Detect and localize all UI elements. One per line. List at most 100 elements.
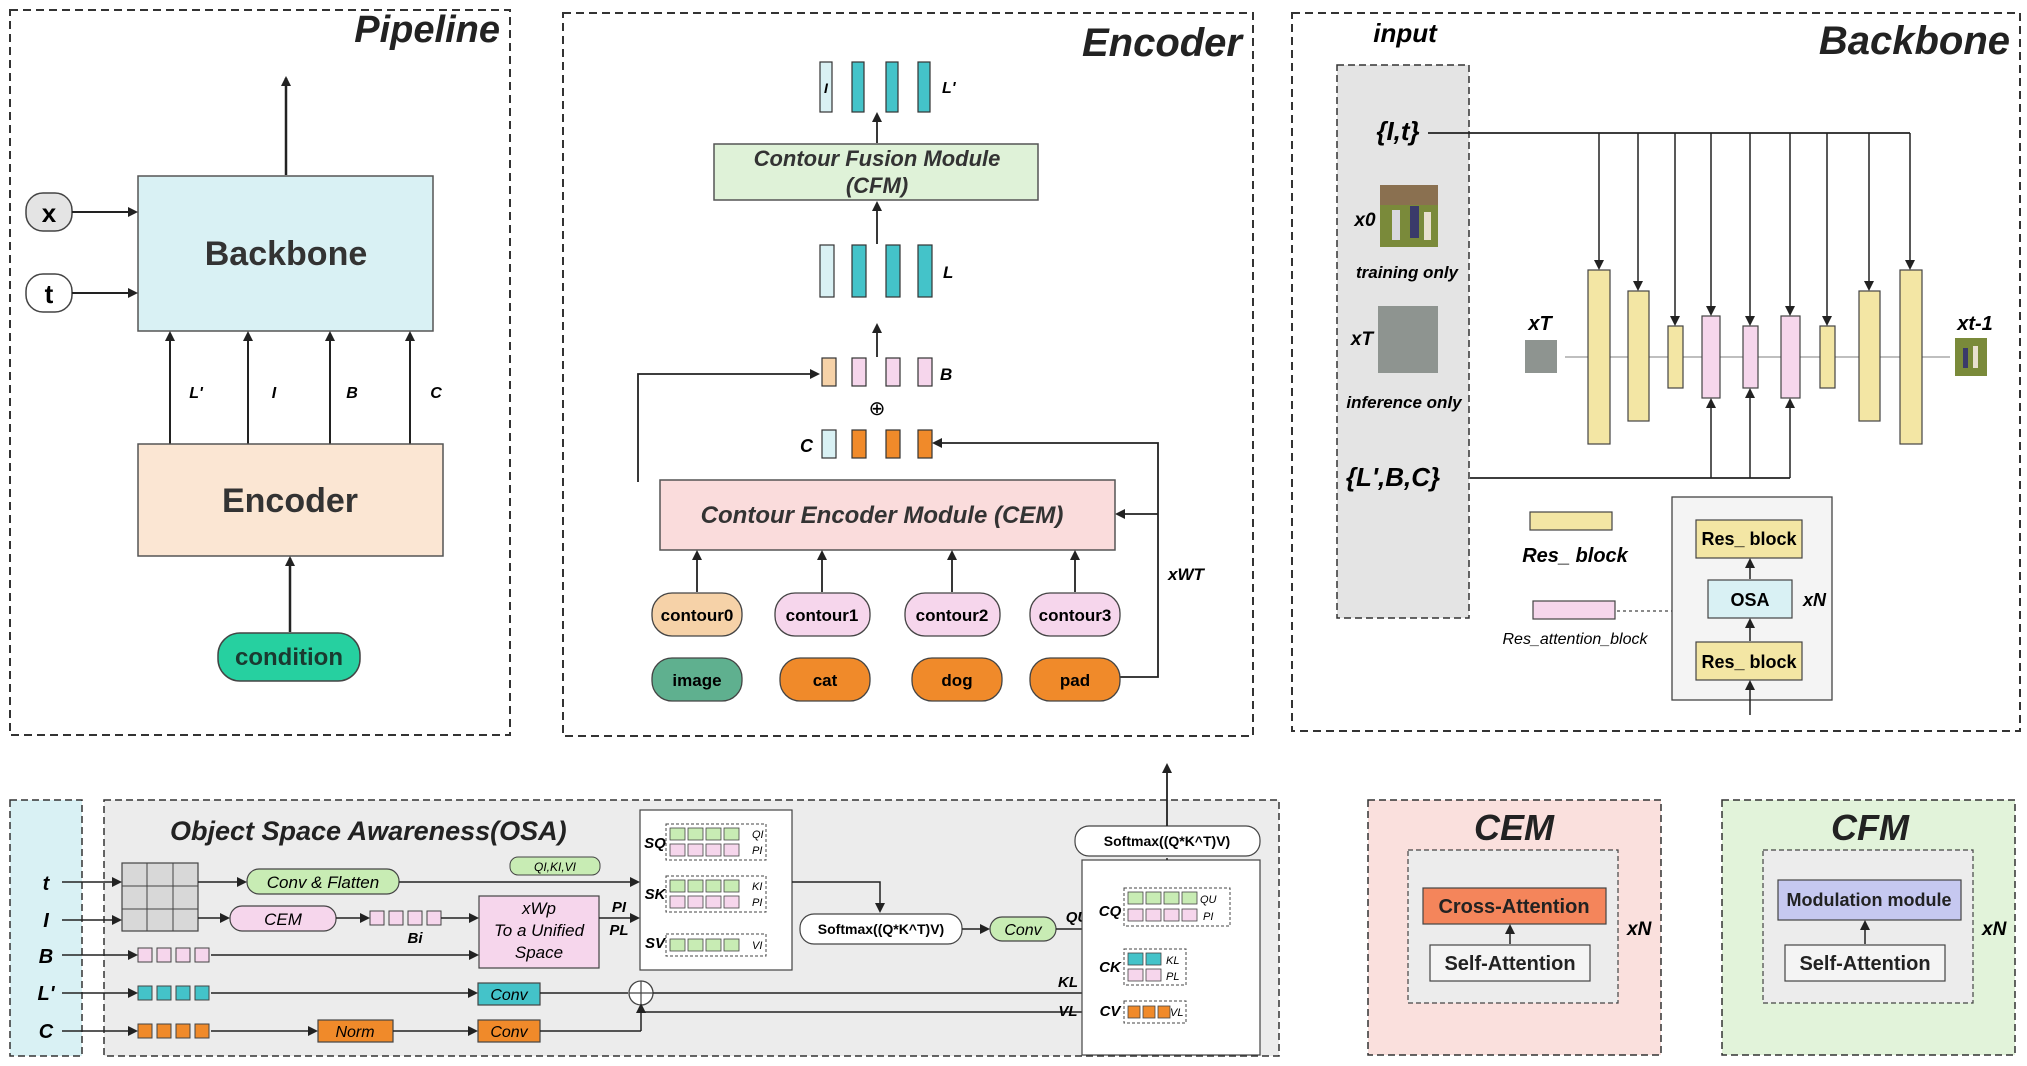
encoder-label-c: C [800,436,814,456]
cfm-panel-title: CFM [1831,807,1910,848]
osa-stack-res2 [1695,641,1803,681]
conv3-label: Conv [1004,922,1042,939]
contour1-node [774,592,871,637]
token-b-3 [917,357,933,387]
cv-tokens [1123,1000,1187,1024]
osa-input-strip [9,799,83,1057]
sq-tokens [665,823,767,861]
encoder-label-lp: L' [942,80,957,97]
osa-input-c: C [39,1021,54,1043]
conv2-label: Conv [490,1024,528,1041]
token-l-2 [885,244,901,298]
input-subpanel [1336,64,1470,619]
osa-input-b: B [39,946,53,968]
xT-chain-image [1525,340,1557,373]
image-label: image [672,671,721,690]
pipeline-arrow-label-1: I [272,385,277,402]
x0-label: x0 [1353,210,1376,231]
res-attn-legend-swatch [1532,600,1616,620]
token-l-1 [851,244,867,298]
res-block-legend-swatch [1529,511,1613,531]
cem-box [659,479,1116,551]
lbc-label: {L',B,C} [1346,462,1440,492]
pl-label: PL [609,922,628,939]
unet-block-1 [1587,269,1611,445]
qi-label: QI [752,829,764,841]
ck-label: CK [1099,959,1122,976]
pi4-label: PI [1203,911,1213,923]
unet-block-7 [1819,325,1836,389]
cfm-panel-xn: xN [1981,919,2008,940]
x0-image [1380,185,1438,247]
osa-stack-res1-label: Res_ block [1701,529,1797,549]
contour-row: contour0 contour1 contour2 contour3 [651,550,1121,637]
kl2-label: KL [1166,955,1179,967]
xT-chain-label: xT [1527,313,1553,335]
cem-label: Contour Encoder Module (CEM) [701,502,1064,529]
pipeline-panel: Pipeline Backbone x t L' I B C Encoder c… [9,9,511,736]
cem-self-attention-label: Self-Attention [1444,953,1575,975]
osa-grid [121,862,199,932]
lt-label: {I,t} [1376,116,1419,146]
token-i [819,61,833,113]
xt1-image [1955,338,1987,376]
pipeline-t-label: t [45,279,54,309]
unet-block-8 [1858,290,1881,422]
xt1-label: xt-1 [1956,313,1993,335]
sv-tokens [665,933,767,957]
cross-attention-box [1422,887,1607,925]
cfm-self-attention-label: Self-Attention [1799,953,1930,975]
token-lp-2 [885,61,899,113]
conv1-box [477,982,541,1006]
dog-label: dog [941,671,972,690]
pipeline-condition-label: condition [235,644,343,671]
pipeline-condition-node [217,632,361,682]
pipeline-arrow-label-2: B [346,385,358,402]
encoder-title: Encoder [1082,21,1244,65]
osa-input-i: I [43,910,49,932]
cq-label: CQ [1099,903,1122,920]
pipeline-backbone-label: Backbone [205,235,368,273]
res-attn-legend-label: Res_attention_block [1503,631,1649,648]
c-row-tokens [137,1023,210,1039]
pipeline-x-label: x [42,198,57,228]
token-c-1 [851,429,867,459]
token-c-2 [885,429,901,459]
token-lp-3 [917,61,931,113]
pad-node [1029,657,1121,702]
oplus-symbol: ⊕ [869,398,886,420]
pipeline-encoder-box [137,443,444,557]
modulation-label: Modulation module [1787,890,1952,910]
vl2-label: VL [1170,1007,1183,1019]
cem-panel-title: CEM [1474,807,1555,848]
contour3-node [1029,592,1121,637]
cat-label: cat [813,671,838,690]
cfm-box [713,143,1039,201]
lp-row-tokens [137,985,210,1001]
contour0-label: contour0 [661,606,734,625]
token-b-2 [885,357,901,387]
norm-label: Norm [335,1024,374,1041]
sq-label: SQ [644,835,666,852]
xT-label: xT [1350,329,1375,350]
osa-input-t: t [43,873,51,895]
osa-stack-xn: xN [1802,590,1827,610]
osa-cem-label: CEM [264,910,303,929]
osa-title: Object Space Awareness(OSA) [170,816,567,846]
unet-block-4 [1701,315,1721,399]
osa-stack-res2-label: Res_ block [1701,652,1797,672]
sk-label: SK [645,886,667,903]
pipeline-arrow-label-0: L' [189,385,204,402]
xwp-label-1: xWp [521,899,556,918]
cq-tokens [1123,887,1231,927]
cfm-panel: CFM Modulation module Self-Attention xN [1721,799,2016,1056]
vl-label: VL [1058,1003,1077,1020]
xwt-label: xWT [1167,565,1206,584]
cross-attention-label: Cross-Attention [1438,896,1589,918]
xwp-label-3: Space [515,943,563,962]
pad-label: pad [1060,671,1090,690]
unet-block-3 [1667,325,1684,389]
contour0-node [651,592,743,637]
xT-noise-image [1378,306,1438,373]
